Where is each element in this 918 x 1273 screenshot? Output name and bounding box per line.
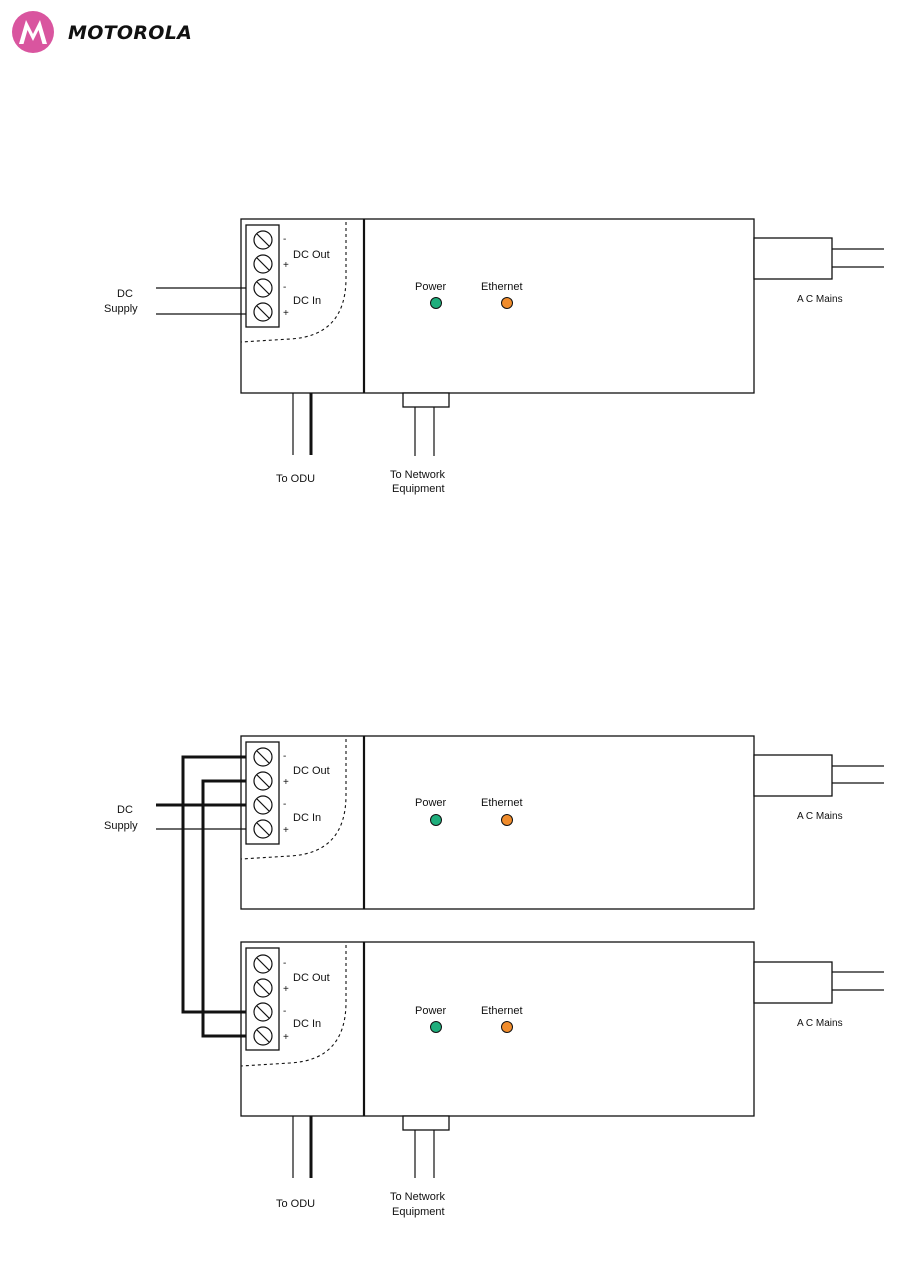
polarity-minus: - [283, 282, 286, 293]
polarity-minus: - [283, 1006, 286, 1017]
chain-wire-positive [203, 781, 246, 1036]
ethernet-led [502, 298, 513, 309]
ac-mains-connector [754, 238, 832, 279]
polarity-minus: - [283, 799, 286, 810]
polarity-plus: + [283, 777, 289, 788]
terminal-screw [254, 279, 272, 297]
terminal-screw [254, 255, 272, 273]
chain-wire-negative [183, 757, 246, 1012]
ethernet-led-label: Ethernet [481, 281, 523, 293]
network-connector [403, 1116, 449, 1130]
ac-mains-label: A C Mains [797, 811, 843, 822]
polarity-plus: + [283, 825, 289, 836]
terminal-screw [254, 796, 272, 814]
power-led-label: Power [415, 1005, 447, 1017]
terminal-screw [254, 772, 272, 790]
dc-supply-label: DC [117, 288, 133, 300]
ethernet-led [502, 1022, 513, 1033]
dc-out-label: DC Out [293, 972, 330, 984]
terminal-screw [254, 955, 272, 973]
dc-chain-wiring: DC Supply [104, 757, 246, 1036]
terminal-screw [254, 1027, 272, 1045]
power-led-label: Power [415, 797, 447, 809]
terminal-screw [254, 748, 272, 766]
network-connector [403, 393, 449, 407]
diagram-psu-b: A C Mains - + - + DC Out DC In Power Eth… [241, 942, 884, 1218]
terminal-screw [254, 820, 272, 838]
terminal-screw [254, 231, 272, 249]
dc-in-label: DC In [293, 1018, 321, 1030]
polarity-minus: - [283, 234, 286, 245]
polarity-plus: + [283, 260, 289, 271]
to-network-label: To Network [390, 1191, 446, 1203]
ac-mains-label: A C Mains [797, 1018, 843, 1029]
ethernet-led-label: Ethernet [481, 797, 523, 809]
ethernet-led-label: Ethernet [481, 1005, 523, 1017]
terminal-screw [254, 303, 272, 321]
to-network-label: Equipment [392, 1206, 445, 1218]
ac-mains-connector [754, 962, 832, 1003]
polarity-plus: + [283, 308, 289, 319]
to-network-label: To Network [390, 469, 446, 481]
terminal-screw [254, 979, 272, 997]
ethernet-led [502, 815, 513, 826]
dc-in-label: DC In [293, 295, 321, 307]
to-network-label: Equipment [392, 483, 445, 495]
polarity-minus: - [283, 958, 286, 969]
power-led [431, 815, 442, 826]
polarity-plus: + [283, 1032, 289, 1043]
power-led [431, 1022, 442, 1033]
polarity-minus: - [283, 751, 286, 762]
to-odu-label: To ODU [276, 1198, 315, 1210]
terminal-screw [254, 1003, 272, 1021]
ac-mains-label: A C Mains [797, 294, 843, 305]
polarity-plus: + [283, 984, 289, 995]
diagram-single-psu: A C Mains - + - + DC Out DC In DC Supply… [104, 219, 884, 495]
dc-supply-label: DC [117, 804, 133, 816]
dc-in-label: DC In [293, 812, 321, 824]
power-led-label: Power [415, 281, 447, 293]
dc-supply-label: Supply [104, 820, 138, 832]
dc-out-label: DC Out [293, 765, 330, 777]
dc-supply-label: Supply [104, 303, 138, 315]
ac-mains-connector [754, 755, 832, 796]
power-led [431, 298, 442, 309]
diagram-psu-a: A C Mains - + - + DC Out DC In Power Eth… [241, 736, 884, 909]
dc-out-label: DC Out [293, 249, 330, 261]
to-odu-label: To ODU [276, 473, 315, 485]
